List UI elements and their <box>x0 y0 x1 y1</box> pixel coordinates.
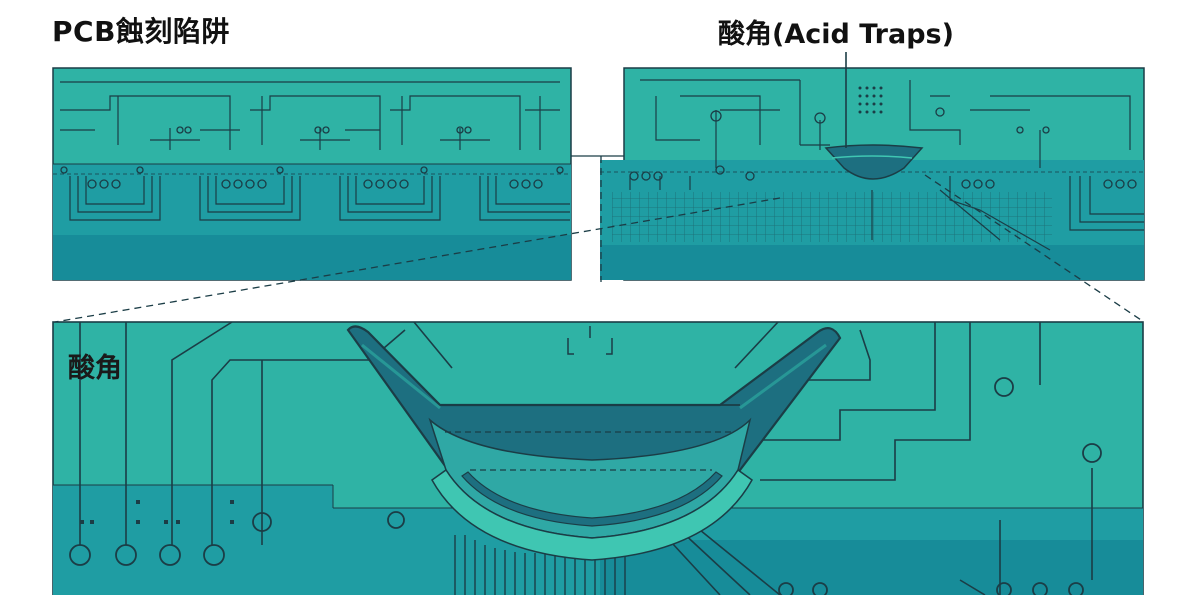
zoom-pads <box>69 377 1102 595</box>
component-marker <box>567 326 613 355</box>
acid-trap-small <box>824 144 924 180</box>
acid-trap-callout-title: 酸角(Acid Traps) <box>718 19 954 50</box>
acid-trap-large <box>346 325 842 561</box>
zoom-guides <box>54 156 1145 323</box>
zoom-small-marks <box>80 500 234 524</box>
top-right-pads <box>629 107 1137 189</box>
zoom-panel-label: 酸角 <box>68 353 122 384</box>
etched-grid-area <box>612 192 1052 242</box>
top-right-traces <box>629 79 1144 251</box>
zoom-bga-lines <box>454 535 626 595</box>
top-right-board <box>571 52 1145 281</box>
zoom-panel <box>52 321 1144 595</box>
top-left-traces <box>60 81 570 221</box>
diagram-title: PCB蝕刻陷阱 <box>52 15 230 48</box>
via-array <box>858 86 883 114</box>
top-left-board <box>52 67 572 281</box>
top-left-pads <box>60 126 564 189</box>
